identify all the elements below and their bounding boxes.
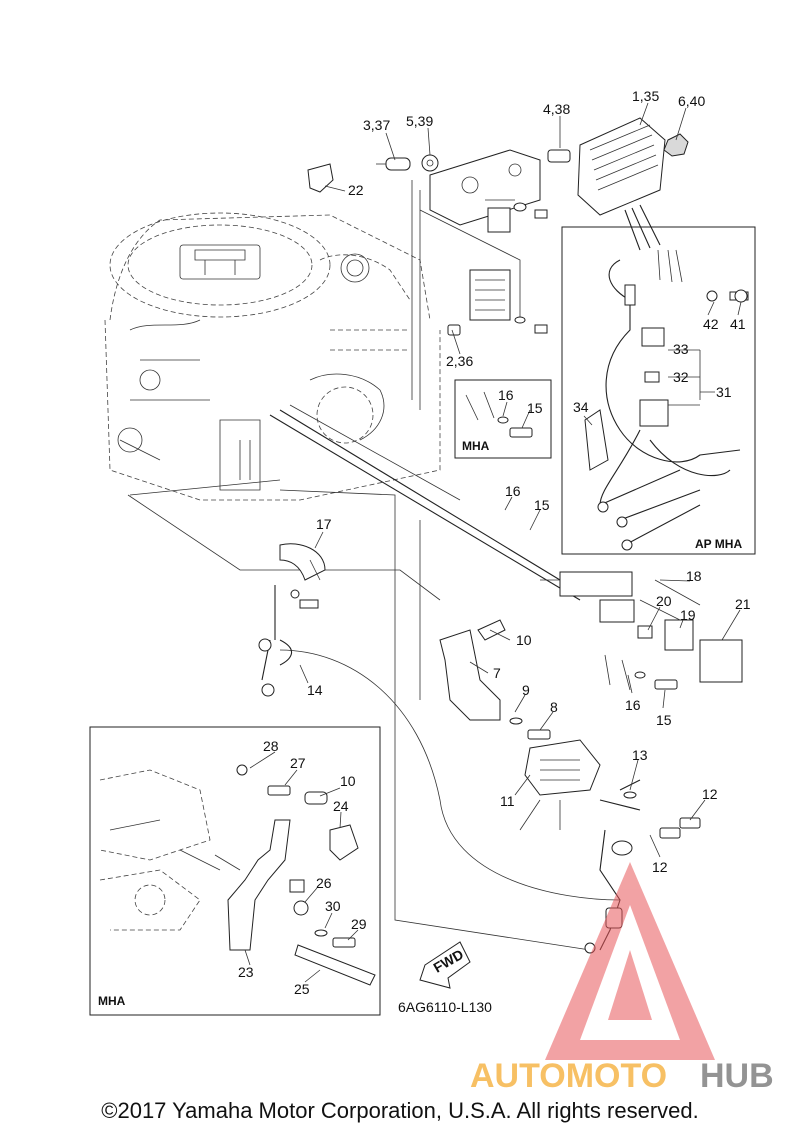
callout-9: 9 bbox=[522, 682, 530, 698]
callout-3-37: 3,37 bbox=[363, 117, 390, 133]
mha-small-box: MHA bbox=[454, 379, 552, 459]
callout-34: 34 bbox=[573, 399, 589, 415]
callout-31: 31 bbox=[716, 384, 732, 400]
callout-18: 18 bbox=[686, 568, 702, 584]
callout-15-c: 15 bbox=[656, 712, 672, 728]
callout-4-38: 4,38 bbox=[543, 101, 570, 117]
callout-1-35: 1,35 bbox=[632, 88, 659, 104]
callout-17: 17 bbox=[316, 516, 332, 532]
callout-24: 24 bbox=[333, 798, 349, 814]
diagram-code: 6AG6110-L130 bbox=[398, 999, 492, 1015]
leader-lines bbox=[244, 102, 742, 983]
watermark-text-grey: HUB bbox=[700, 1057, 774, 1095]
rectifier-assembly bbox=[307, 117, 689, 410]
callout-20: 20 bbox=[656, 593, 672, 609]
callout-11: 11 bbox=[500, 793, 515, 809]
callout-7: 7 bbox=[493, 665, 501, 681]
callout-33: 33 bbox=[673, 341, 689, 357]
callout-25: 25 bbox=[294, 981, 310, 997]
callout-5-39: 5,39 bbox=[406, 113, 433, 129]
callout-15-a: 15 bbox=[527, 400, 543, 416]
callout-2-36: 2,36 bbox=[446, 353, 473, 369]
ap-mha-box: AP MHA bbox=[561, 226, 756, 555]
callout-29: 29 bbox=[351, 916, 367, 932]
copyright-notice: ©2017 Yamaha Motor Corporation, U.S.A. A… bbox=[101, 1098, 699, 1123]
watermark-text-orange: AUTOMOTO bbox=[470, 1057, 667, 1095]
callout-23: 23 bbox=[238, 964, 254, 980]
callout-32: 32 bbox=[673, 369, 689, 385]
mha-large-label: MHA bbox=[98, 994, 126, 1008]
callout-8: 8 bbox=[550, 699, 558, 715]
callout-10-b: 10 bbox=[340, 773, 356, 789]
callout-30: 30 bbox=[325, 898, 341, 914]
callout-21: 21 bbox=[735, 596, 751, 612]
callout-12-b: 12 bbox=[652, 859, 668, 875]
callout-13: 13 bbox=[632, 747, 648, 763]
mha-large-box: MHA bbox=[89, 726, 381, 1016]
callout-27: 27 bbox=[290, 755, 306, 771]
callout-22: 22 bbox=[348, 182, 364, 198]
wiring bbox=[127, 404, 621, 951]
fwd-arrow: FWD bbox=[419, 941, 471, 989]
callout-10-a: 10 bbox=[516, 632, 532, 648]
callout-15-b: 15 bbox=[534, 497, 550, 513]
callout-42: 42 bbox=[703, 316, 719, 332]
callout-41: 41 bbox=[730, 316, 746, 332]
callout-26: 26 bbox=[316, 875, 332, 891]
mha-small-label: MHA bbox=[462, 439, 490, 453]
callout-12-a: 12 bbox=[702, 786, 718, 802]
callout-16-c: 16 bbox=[625, 697, 641, 713]
watermark-logo bbox=[545, 862, 715, 1060]
ap-mha-label: AP MHA bbox=[695, 537, 742, 551]
engine-block bbox=[104, 212, 441, 501]
callout-14: 14 bbox=[307, 682, 323, 698]
callout-19: 19 bbox=[680, 607, 696, 623]
callout-6-40: 6,40 bbox=[678, 93, 705, 109]
callout-28: 28 bbox=[263, 738, 279, 754]
callout-16-b: 16 bbox=[505, 483, 521, 499]
callout-16-a: 16 bbox=[498, 387, 514, 403]
callout-labels: 1,35 6,40 4,38 3,37 5,39 22 2,36 42 41 3… bbox=[238, 88, 751, 997]
